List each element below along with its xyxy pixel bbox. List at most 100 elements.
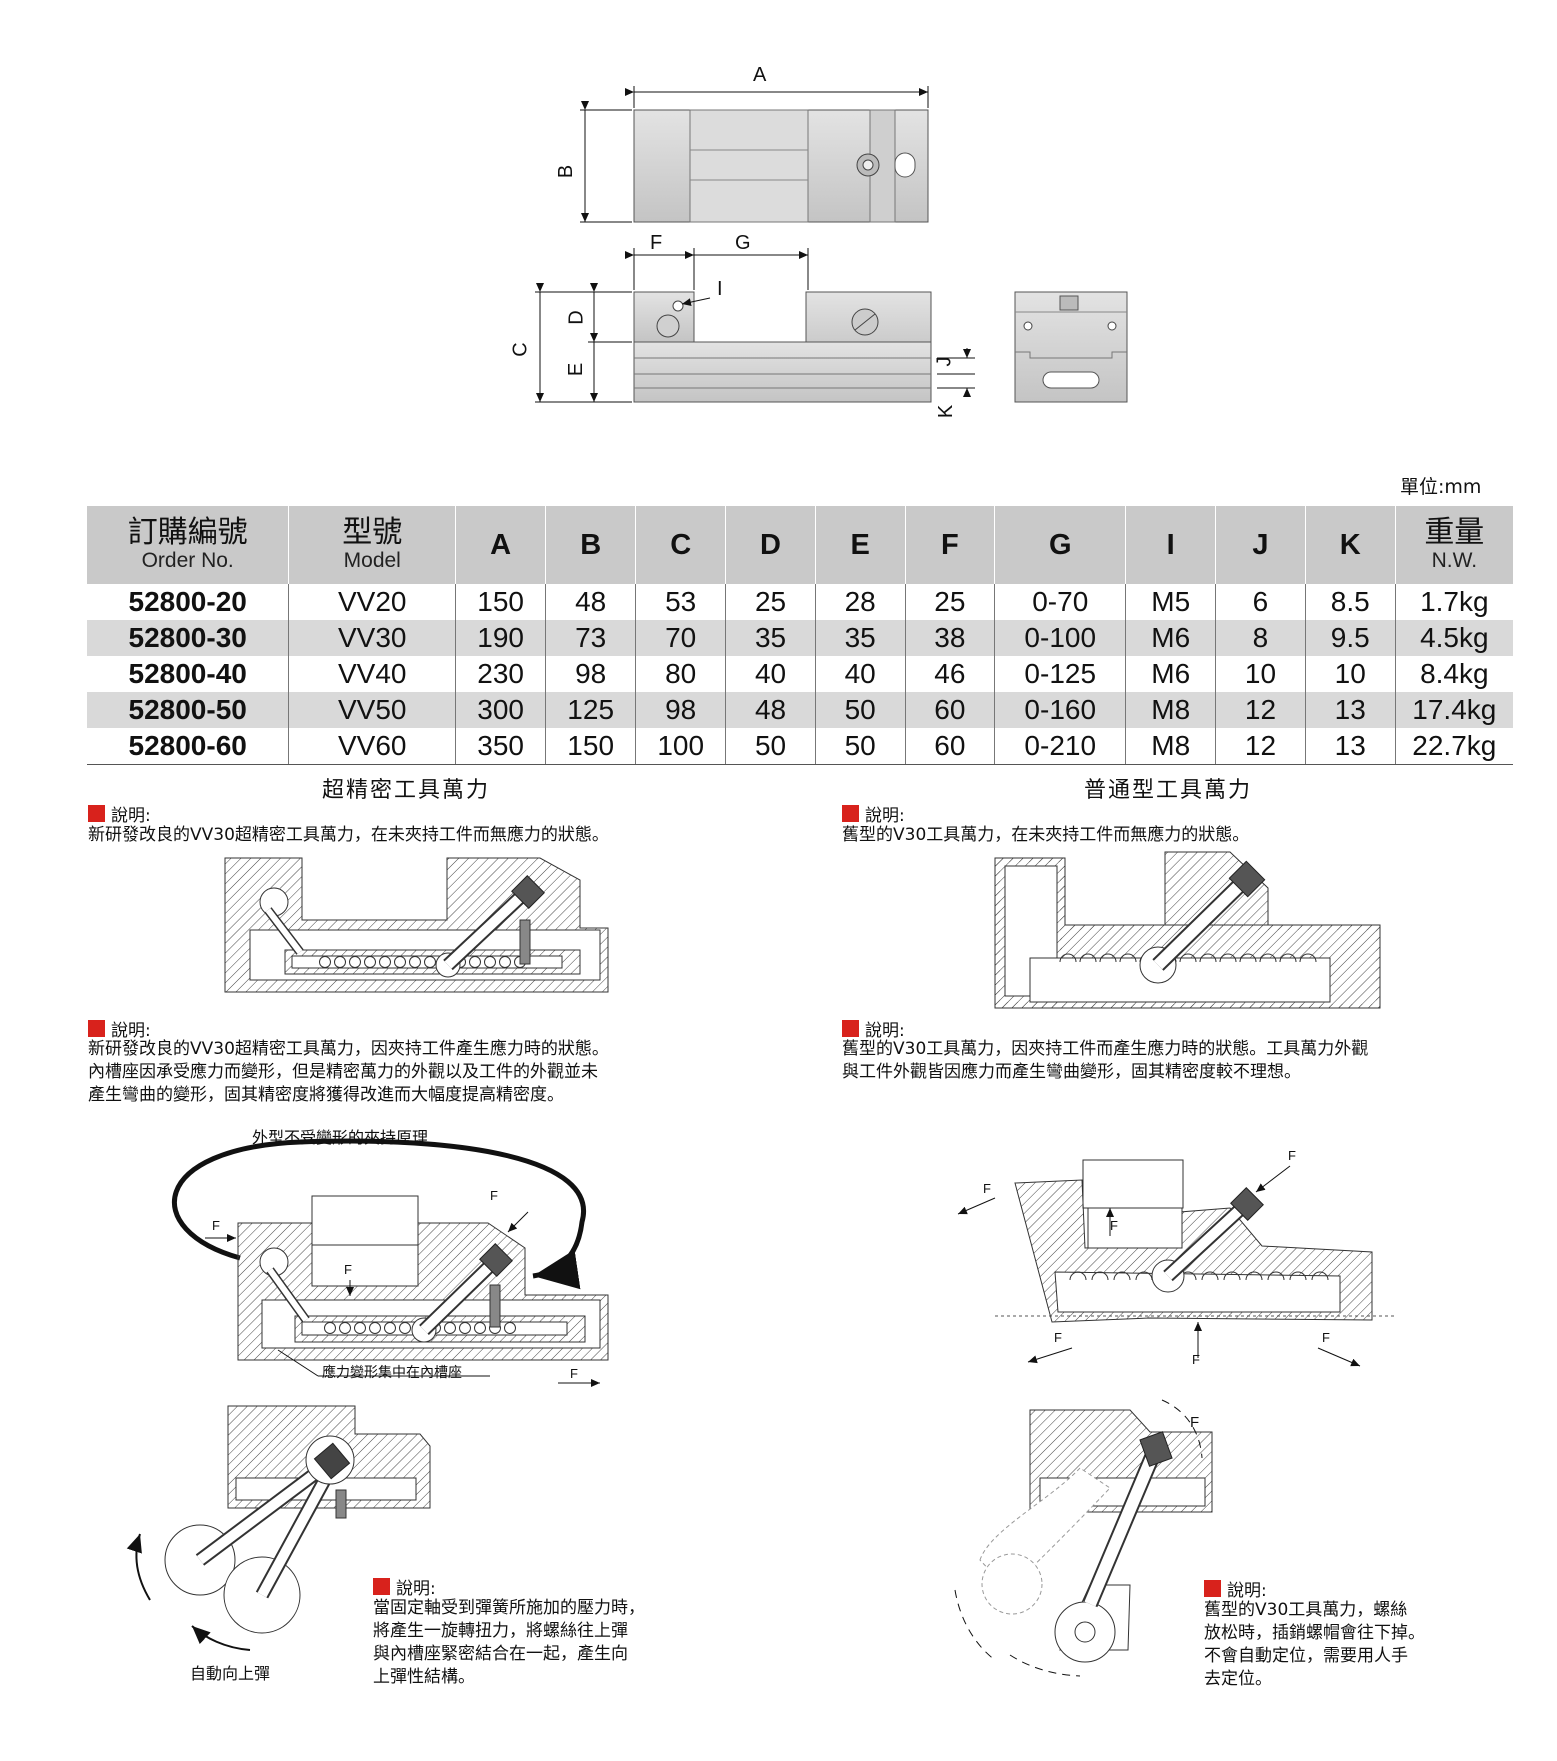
rack-tooth — [1199, 953, 1217, 963]
table-cell: 190 — [455, 620, 546, 656]
table-cell: M8 — [1125, 692, 1216, 728]
left-note1-heading: 說明: — [88, 801, 151, 826]
dim-label-i: I — [717, 278, 723, 300]
rack-tooth — [1239, 953, 1257, 963]
table-cell: 9.5 — [1304, 620, 1396, 656]
ball-bearing — [474, 1322, 486, 1334]
rack-tooth — [1279, 953, 1297, 963]
table-cell: 52800-50 — [87, 692, 289, 728]
table-cell: 150 — [455, 584, 546, 620]
table-cell: 98 — [635, 692, 726, 728]
table-cell: 0-160 — [994, 692, 1126, 728]
table-cell: 125 — [545, 692, 636, 728]
table-cell: 0-125 — [994, 656, 1126, 692]
column-header-zh: 型號 — [342, 515, 403, 550]
rack-tooth — [1223, 1271, 1241, 1281]
left-note3-heading: 說明: — [373, 1574, 436, 1599]
red-square-icon — [842, 1020, 859, 1037]
table-cell: 35 — [725, 620, 816, 656]
vise-dimension-drawing — [535, 86, 1128, 403]
ball-bearing — [339, 1322, 351, 1334]
table-cell: 80 — [635, 656, 726, 692]
ball-bearing — [379, 956, 391, 968]
rack-tooth — [1219, 953, 1237, 963]
ball-bearing — [319, 956, 331, 968]
red-square-icon — [842, 805, 859, 822]
force-label: F — [212, 1218, 220, 1233]
red-square-icon — [373, 1578, 390, 1595]
rack-tooth — [1201, 1271, 1219, 1281]
force-label: F — [344, 1262, 352, 1277]
ball-bearing — [384, 1322, 396, 1334]
table-cell: M8 — [1125, 728, 1216, 765]
table-cell: 52800-20 — [128, 586, 247, 617]
column-header: J — [1215, 506, 1306, 584]
left-note2-heading: 說明: — [88, 1016, 151, 1041]
rack-tooth — [1069, 1271, 1087, 1281]
column-header: I — [1125, 506, 1216, 584]
column-header: K — [1304, 506, 1396, 584]
table-cell: M6 — [1125, 656, 1216, 692]
rack-tooth — [1099, 953, 1117, 963]
table-cell: 46 — [904, 656, 995, 692]
rack-tooth — [1259, 953, 1277, 963]
left-note2: 新研發改良的VV30超精密工具萬力，因夾持工件產生應力時的狀態。 內槽座因承受應… — [88, 1039, 609, 1105]
force-label: F — [1190, 1414, 1200, 1431]
column-header: B — [545, 506, 636, 584]
force-label: F — [490, 1188, 498, 1203]
rack-tooth — [1119, 953, 1137, 963]
table-cell: 1.7kg — [1394, 584, 1513, 620]
column-header-en: Order No. — [141, 549, 234, 572]
unit-label: 單位:mm — [1400, 476, 1482, 498]
ball-bearing — [394, 956, 406, 968]
table-cell: M5 — [1125, 584, 1216, 620]
table-cell: 35 — [814, 620, 906, 656]
table-cell: 6 — [1215, 584, 1306, 620]
rack-tooth — [1267, 1271, 1285, 1281]
rack-tooth — [1091, 1271, 1109, 1281]
left-note1: 新研發改良的VV30超精密工具萬力，在未夾持工件而無應力的狀態。 — [88, 825, 609, 845]
table-cell: VV50 — [288, 692, 456, 728]
table-cell: 10 — [1304, 656, 1396, 692]
table-cell: 40 — [725, 656, 816, 692]
table-cell: 60 — [904, 728, 995, 765]
table-cell: VV40 — [288, 656, 456, 692]
force-label: F — [1192, 1352, 1200, 1367]
table-cell: 50 — [725, 728, 816, 765]
column-header: F — [904, 506, 995, 584]
column-header-zh: 訂購編號 — [127, 515, 248, 550]
table-cell: 40 — [814, 656, 906, 692]
ball-bearing — [354, 1322, 366, 1334]
table-cell: 70 — [635, 620, 726, 656]
right-note1: 舊型的V30工具萬力，在未夾持工件而無應力的狀態。 — [842, 825, 1250, 845]
table-cell: 0-70 — [994, 584, 1126, 620]
right-note2: 舊型的V30工具萬力，因夾持工件而產生應力時的狀態。工具萬力外觀 與工件外觀皆因… — [842, 1039, 1369, 1082]
right-note3-heading: 說明: — [1204, 1576, 1267, 1601]
table-cell: 13 — [1304, 728, 1396, 765]
column-header: A — [455, 506, 546, 584]
red-square-icon — [1204, 1580, 1221, 1597]
table-cell: 25 — [725, 584, 816, 620]
table-cell: 22.7kg — [1394, 728, 1513, 765]
table-cell: 13 — [1304, 692, 1396, 728]
force-label: F — [1054, 1330, 1062, 1345]
table-cell: 98 — [545, 656, 636, 692]
rack-tooth — [1135, 1271, 1153, 1281]
table-cell: 73 — [545, 620, 636, 656]
rack-tooth — [1079, 953, 1097, 963]
left-note3: 當固定軸受到彈簧所施加的壓力時， 將產生一旋轉扭力，將螺絲往上彈 與內槽座緊密結… — [373, 1598, 645, 1687]
rack-tooth — [1179, 953, 1197, 963]
table-cell: 0-100 — [994, 620, 1126, 656]
rack-tooth — [1289, 1271, 1307, 1281]
force-label: F — [1110, 1218, 1118, 1233]
